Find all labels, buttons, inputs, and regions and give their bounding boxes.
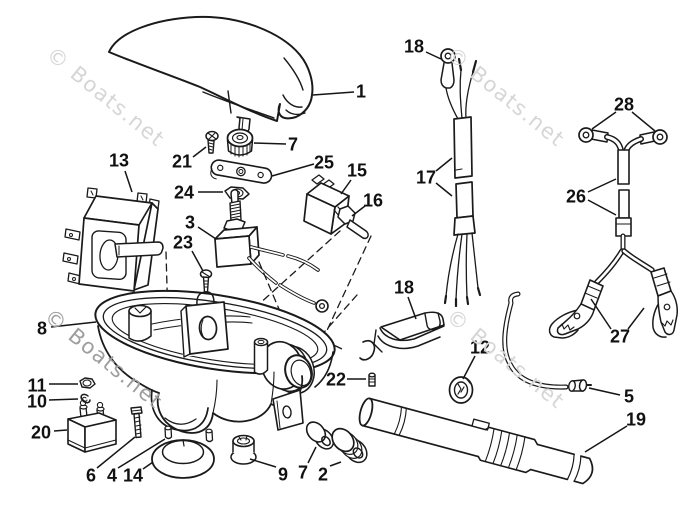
callout-label-20: 20 <box>31 423 51 443</box>
callout-leader-20 <box>53 429 68 432</box>
part-washer-7b <box>305 421 335 450</box>
callout-label-26: 26 <box>566 187 586 207</box>
part-block-20 <box>67 399 117 453</box>
part-switch-13 <box>62 187 164 292</box>
callout-leader-7 <box>307 446 317 464</box>
part-clip-18 <box>373 311 447 355</box>
callout-label-5: 5 <box>624 387 634 407</box>
part-knob-7 <box>226 128 254 158</box>
callout-label-10: 10 <box>27 392 47 412</box>
callout-label-19: 19 <box>626 410 646 430</box>
callout-leader-27 <box>590 298 612 330</box>
callout-leader-23 <box>191 250 204 272</box>
callout-leader-9 <box>249 458 277 468</box>
callout-label-25: 25 <box>314 153 334 173</box>
callout-label-27: 27 <box>610 327 630 347</box>
part-toggle-switch-3 <box>214 189 260 268</box>
part-pin-4 <box>164 425 214 443</box>
callout-label-7: 7 <box>298 463 308 483</box>
callout-leader-17 <box>435 157 453 172</box>
callout-leader-28 <box>631 111 656 132</box>
callout-label-3: 3 <box>185 213 195 233</box>
callout-leader-25 <box>271 163 315 177</box>
part-washer-10 <box>80 393 91 404</box>
callout-leader-12 <box>462 355 476 380</box>
part-screw-22 <box>368 372 376 387</box>
callout-label-16: 16 <box>363 191 383 211</box>
part-bushing-2 <box>331 427 368 464</box>
callout-leader-5 <box>588 387 621 396</box>
part-ring-12 <box>448 376 474 404</box>
callout-leader-4 <box>117 438 166 469</box>
callout-label-1: 1 <box>356 82 366 102</box>
switch-wires <box>247 245 329 313</box>
callout-label-6: 6 <box>86 466 96 486</box>
callout-leader-14 <box>142 461 154 470</box>
callout-label-4: 4 <box>107 466 117 486</box>
callout-leader-2 <box>329 461 342 467</box>
callout-leader-27 <box>627 307 645 330</box>
part-screw-21 <box>205 130 219 154</box>
callout-leader-18 <box>425 51 442 60</box>
callout-leader-13 <box>124 170 133 193</box>
callout-leader-21 <box>192 146 207 158</box>
callout-label-21: 21 <box>172 152 192 172</box>
part-locknut-11 <box>79 377 96 389</box>
part-wire-harness-17 <box>440 48 482 308</box>
part-toggle-switch-15 <box>303 174 369 240</box>
part-cover <box>108 15 314 133</box>
callout-label-14: 14 <box>123 466 143 486</box>
callout-leader-8 <box>50 321 97 328</box>
callout-leader-3 <box>197 226 217 240</box>
callout-leader-26 <box>587 178 617 193</box>
callout-leader-28 <box>591 111 617 130</box>
callout-leader-10 <box>48 398 79 401</box>
callout-label-18: 18 <box>394 278 414 298</box>
callout-label-23: 23 <box>173 233 193 253</box>
callout-label-13: 13 <box>109 151 129 171</box>
part-cable-5 <box>502 291 592 392</box>
callout-leader-7 <box>253 142 287 145</box>
callout-label-7: 7 <box>288 135 298 155</box>
part-tube-19 <box>358 397 594 485</box>
callout-label-18: 18 <box>404 37 424 57</box>
callout-leader-26 <box>587 199 617 216</box>
callout-label-8: 8 <box>37 319 47 339</box>
callout-label-9: 9 <box>278 465 288 485</box>
part-bushing-9 <box>230 434 257 465</box>
callout-label-11: 11 <box>27 376 46 396</box>
callout-label-15: 15 <box>347 161 367 181</box>
callout-leader-18 <box>407 296 417 320</box>
callout-leader-15 <box>340 179 352 195</box>
part-ring-14 <box>151 439 215 479</box>
callout-label-28: 28 <box>614 95 634 115</box>
callout-leader-1 <box>312 91 355 96</box>
callout-label-12: 12 <box>470 338 490 358</box>
callout-leader-17 <box>435 182 453 197</box>
part-housing <box>94 289 376 434</box>
callout-leader-6 <box>96 436 136 469</box>
part-plate-25 <box>210 159 273 184</box>
callout-label-22: 22 <box>326 370 346 390</box>
part-screw-6 <box>130 406 143 439</box>
part-alligator-clips-27 <box>548 267 678 339</box>
callout-label-24: 24 <box>174 183 194 203</box>
part-battery-cable-26-28 <box>578 127 668 285</box>
callout-leader-19 <box>584 425 628 453</box>
callout-label-17: 17 <box>416 168 436 188</box>
callout-label-2: 2 <box>318 465 328 485</box>
callout-leader-16 <box>351 205 366 217</box>
